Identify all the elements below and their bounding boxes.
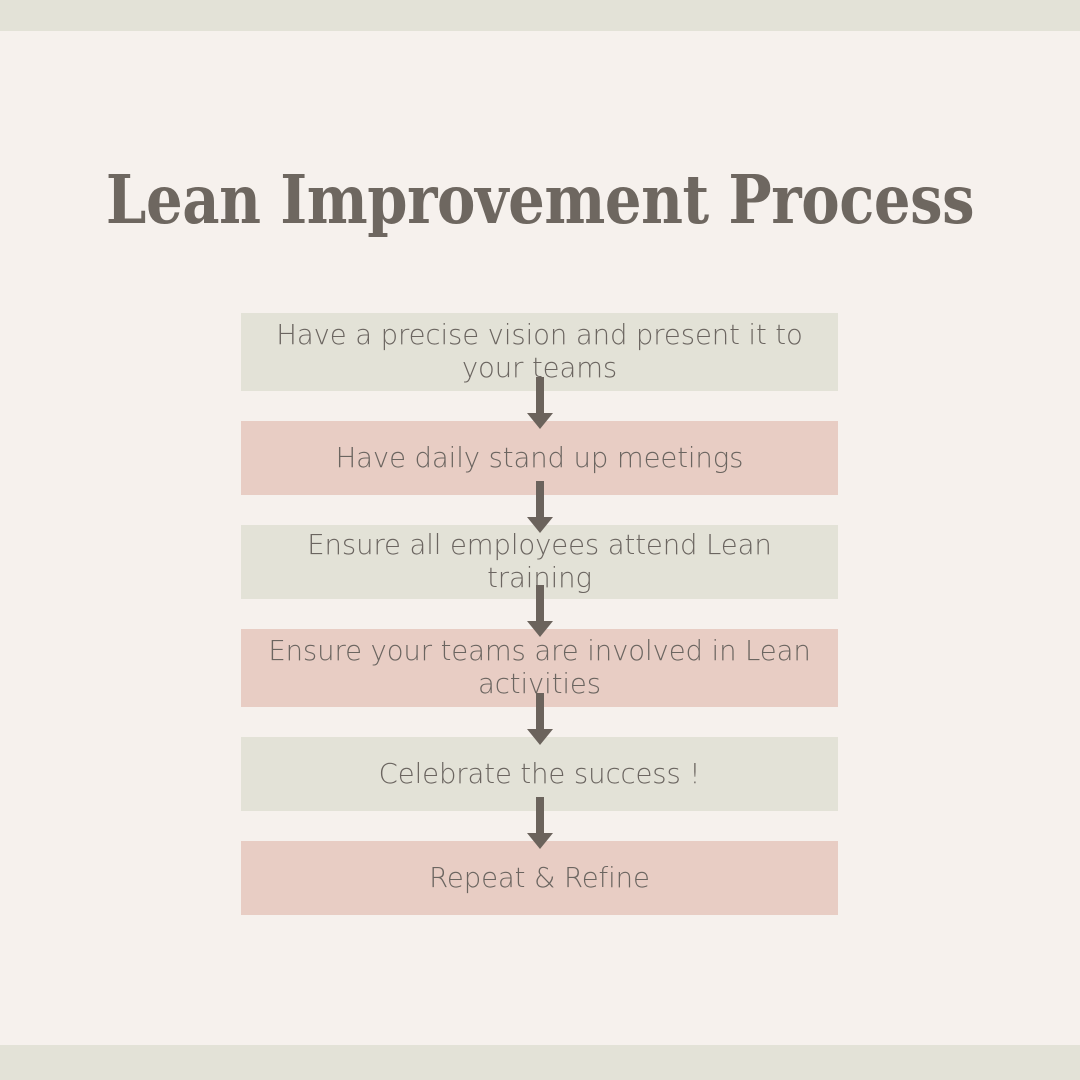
page-title: Lean Improvement Process [105,160,975,239]
decorative-band-bottom [0,1045,1080,1080]
flow-connector-4 [241,693,838,745]
decorative-band-top [0,0,1080,31]
flow-step-4[interactable]: Ensure your teams are involved in Lean a… [241,629,838,707]
flow-connector-3 [241,585,838,637]
flow-step-4-wrap: Ensure your teams are involved in Lean a… [241,629,838,707]
flow-step-2-label: Have daily stand up meetings [335,441,744,474]
flow-step-1[interactable]: Have a precise vision and present it to … [241,313,838,391]
flow-step-3-label: Ensure all employees attend Lean trainin… [307,529,772,594]
flow-step-6-label: Repeat & Refine [429,861,650,894]
flow-connector-5 [241,797,838,849]
flow-step-2-wrap: Have daily stand up meetings [241,421,838,495]
flow-step-6-wrap: Repeat & Refine [241,841,838,915]
flow-step-6[interactable]: Repeat & Refine [241,841,838,915]
flow-step-5-label: Celebrate the success ! [378,757,701,790]
flowchart: Have a precise vision and present it to … [241,313,838,915]
flow-step-5[interactable]: Celebrate the success ! [241,737,838,811]
flow-step-1-wrap: Have a precise vision and present it to … [241,313,838,391]
flow-connector-1 [241,377,838,429]
flow-step-3[interactable]: Ensure all employees attend Lean trainin… [241,525,838,599]
flow-step-1-label: Have a precise vision and present it to … [276,319,803,384]
flow-step-4-label: Ensure your teams are involved in Lean a… [268,635,811,700]
flow-connector-2 [241,481,838,533]
flow-step-2[interactable]: Have daily stand up meetings [241,421,838,495]
flow-step-5-wrap: Celebrate the success ! [241,737,838,811]
flow-step-3-wrap: Ensure all employees attend Lean trainin… [241,525,838,599]
